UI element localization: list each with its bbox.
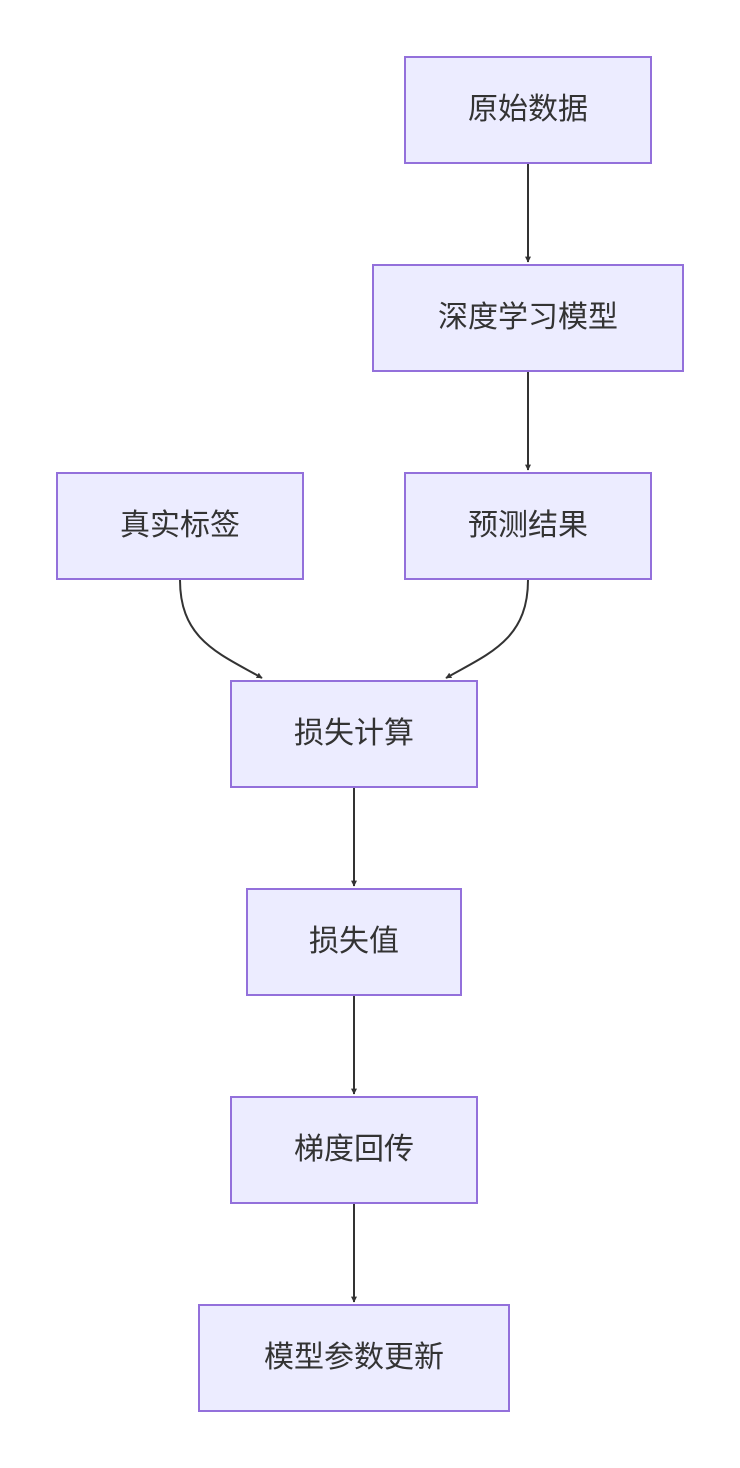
edge-prediction-to-loss-calc <box>445 579 529 679</box>
node-parameter-update: 模型参数更新 <box>198 1304 510 1412</box>
node-true-label: 真实标签 <box>56 472 304 580</box>
edge-label-to-loss-calc <box>179 579 263 679</box>
node-backpropagation: 梯度回传 <box>230 1096 478 1204</box>
node-label: 深度学习模型 <box>438 300 618 335</box>
node-deep-learning-model: 深度学习模型 <box>372 264 684 372</box>
node-label: 损失计算 <box>294 716 414 751</box>
node-label: 真实标签 <box>120 508 240 543</box>
node-label: 预测结果 <box>468 508 588 543</box>
node-loss-calculation: 损失计算 <box>230 680 478 788</box>
node-label: 模型参数更新 <box>264 1340 444 1375</box>
node-label: 损失值 <box>309 924 399 959</box>
node-label: 原始数据 <box>468 92 588 127</box>
node-label: 梯度回传 <box>294 1132 414 1167</box>
node-raw-data: 原始数据 <box>404 56 652 164</box>
node-prediction: 预测结果 <box>404 472 652 580</box>
node-loss-value: 损失值 <box>246 888 462 996</box>
